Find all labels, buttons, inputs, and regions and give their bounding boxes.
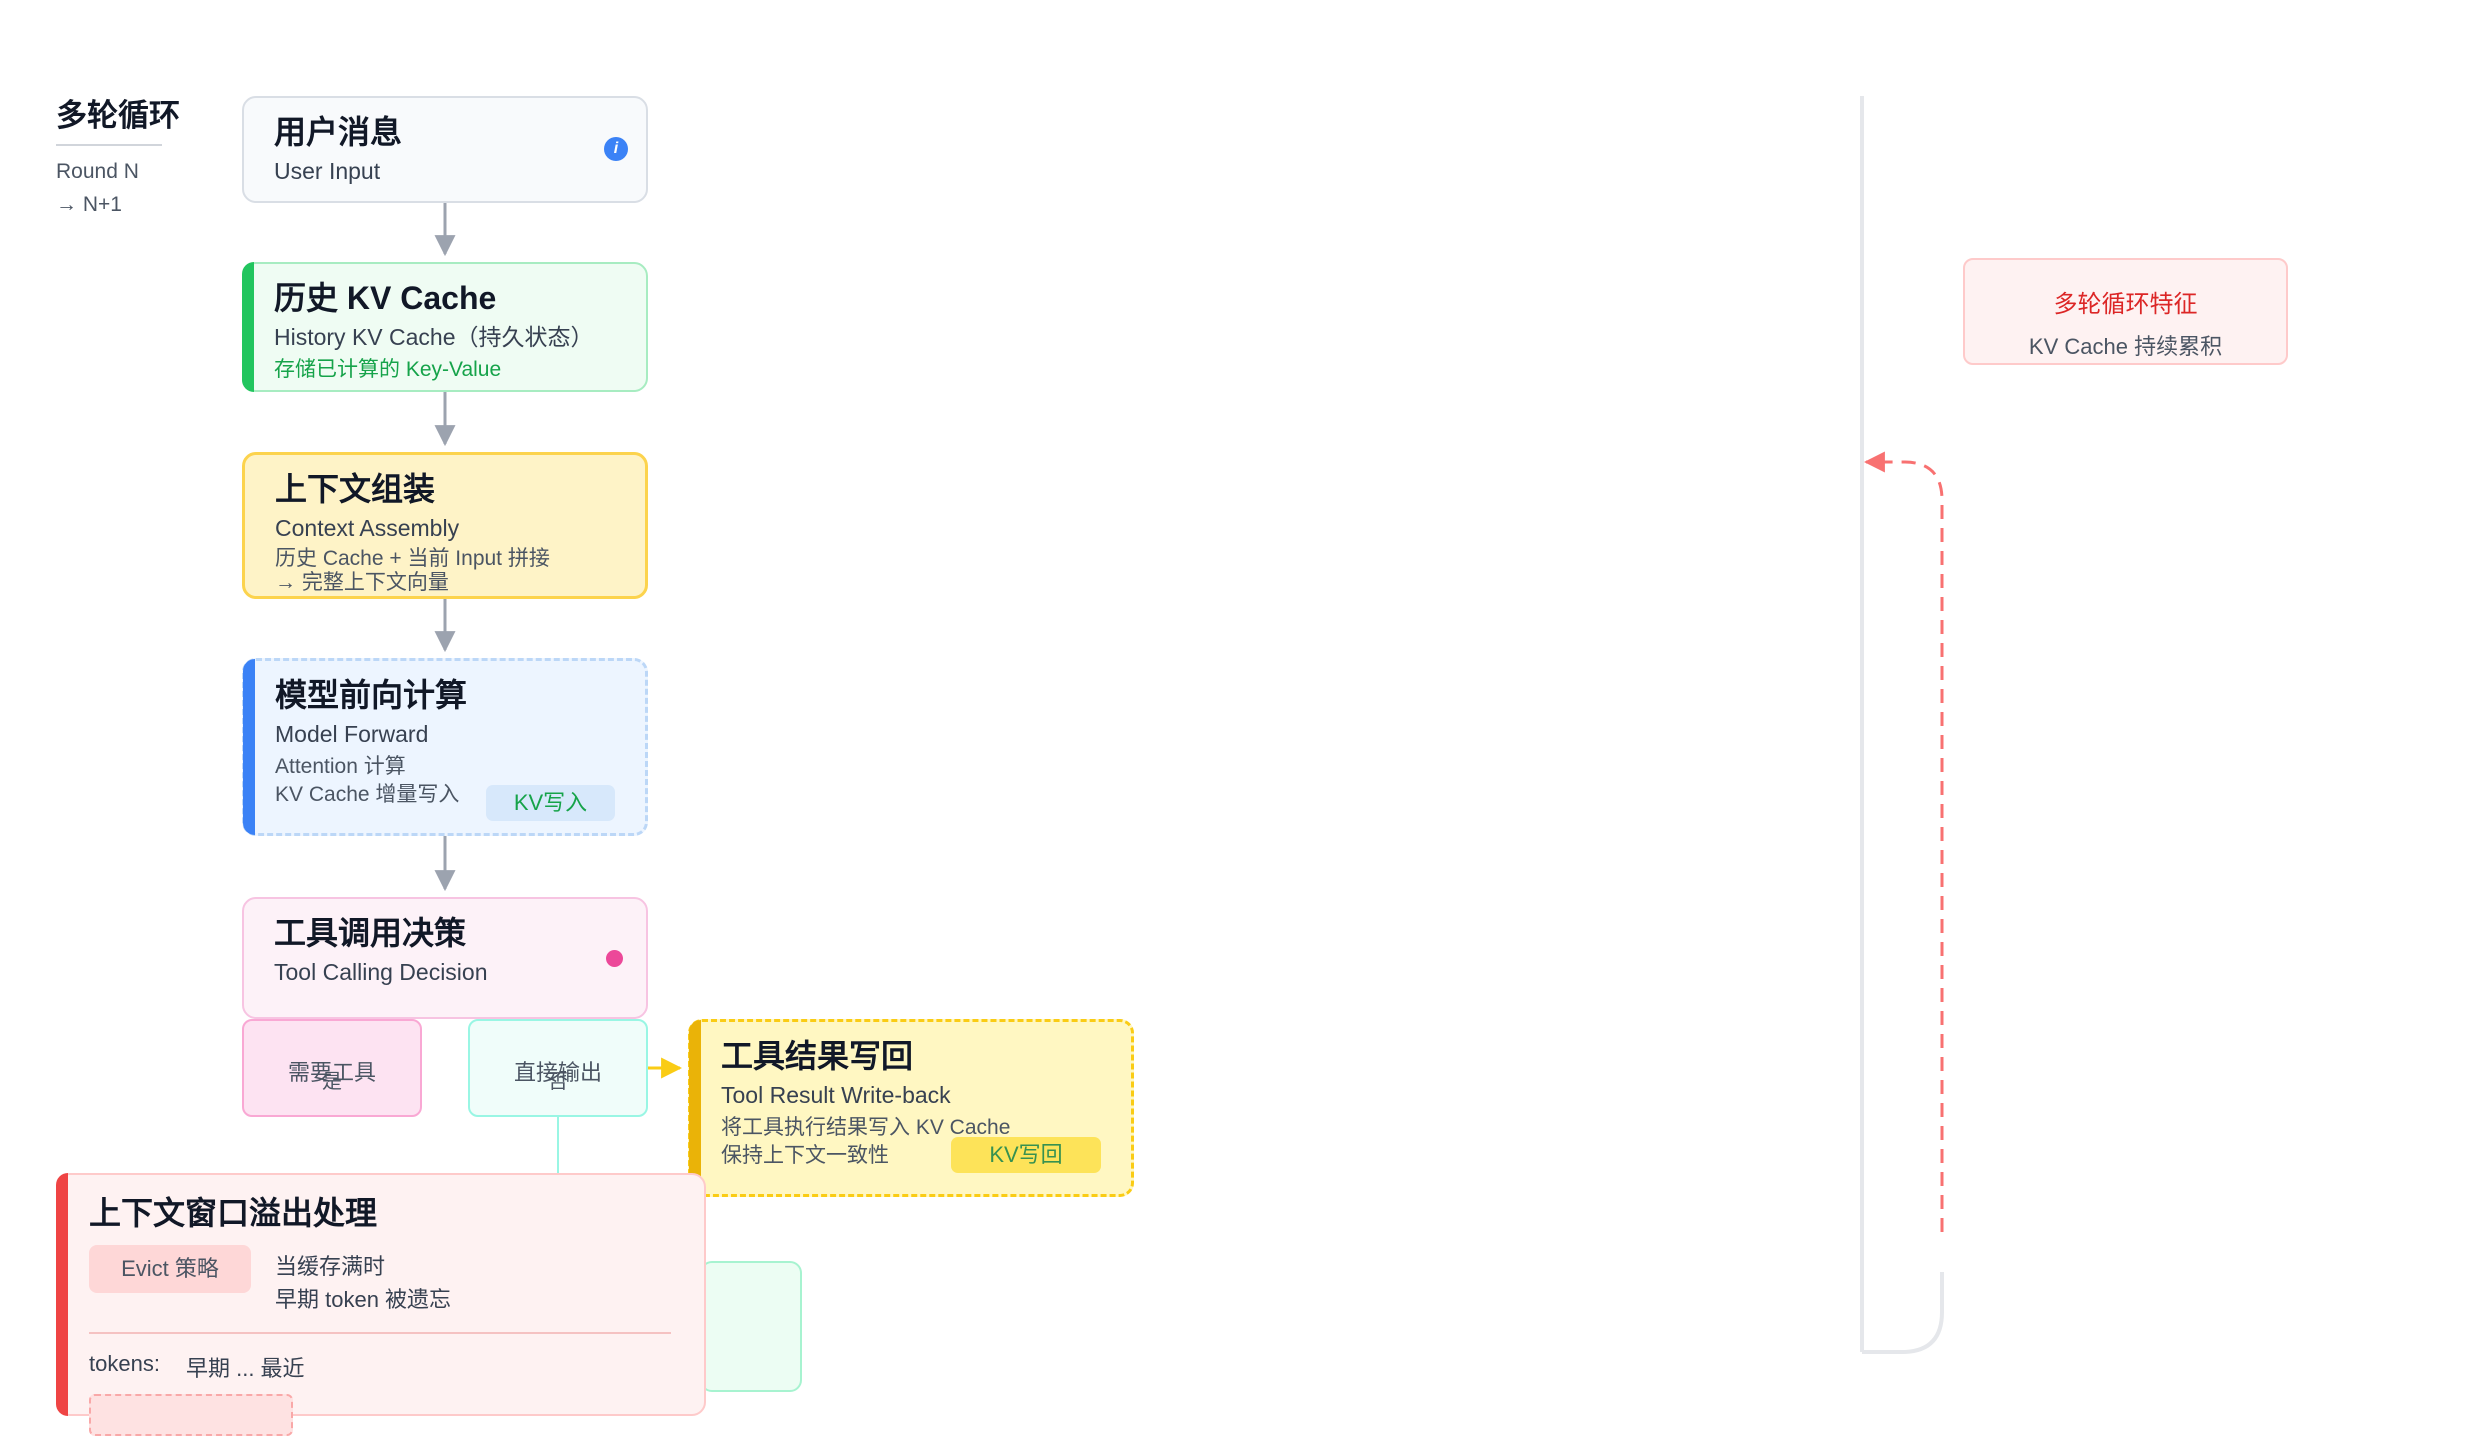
- sidebar-round: Round N → N+1: [56, 155, 139, 221]
- loop-arrow-icon: [1863, 451, 1944, 1232]
- node-detail: KV Cache 增量写入: [275, 783, 460, 806]
- sidebar-divider: [56, 144, 162, 146]
- node-title: 用户消息: [274, 114, 403, 150]
- node-detail: 存储已计算的 Key-Value: [274, 358, 502, 381]
- tokens-label: tokens:: [89, 1351, 160, 1376]
- loop-feature-panel: 多轮循环特征 KV Cache 持续累积: [1963, 258, 2288, 365]
- overflow-title: 上下文窗口溢出处理: [89, 1195, 378, 1231]
- branch-direct-output[interactable]: 直接输出 否: [468, 1019, 648, 1117]
- node-subtitle: Tool Result Write-back: [721, 1082, 951, 1108]
- round-label: Round N: [56, 160, 139, 183]
- node-title: 模型前向计算: [275, 677, 468, 713]
- token-window-bar: [89, 1394, 293, 1436]
- kv-writeback-badge: KV写回: [951, 1137, 1101, 1173]
- node-tool-decision[interactable]: 工具调用决策 Tool Calling Decision: [242, 897, 648, 1019]
- overflow-divider: [89, 1332, 671, 1334]
- node-subtitle: Tool Calling Decision: [274, 959, 488, 985]
- overflow-panel[interactable]: [56, 1173, 706, 1416]
- node-title: 历史 KV Cache: [274, 280, 497, 316]
- tokens-range: 早期 ... 最近: [186, 1356, 305, 1381]
- node-context-assembly[interactable]: 上下文组装 Context Assembly 历史 Cache + 当前 Inp…: [242, 452, 648, 599]
- info-icon[interactable]: i: [604, 137, 628, 161]
- branch-mark: 否: [548, 1071, 568, 1093]
- branch-mark: 是: [322, 1071, 342, 1093]
- accent-bar: [242, 262, 254, 392]
- node-subtitle: Context Assembly: [275, 515, 460, 541]
- node-detail: 历史 Cache + 当前 Input 拼接: [275, 547, 550, 570]
- node-subtitle: User Input: [274, 158, 381, 184]
- branch-needs-tool[interactable]: 需要工具 是: [242, 1019, 422, 1117]
- node-detail: → 完整上下文向量: [275, 571, 449, 594]
- overflow-description: 当缓存满时 早期 token 被遗忘: [275, 1250, 451, 1316]
- node-history-kv-cache[interactable]: 历史 KV Cache History KV Cache（持久状态） 存储已计算…: [242, 262, 648, 392]
- output-node-partial: [700, 1261, 802, 1392]
- node-detail: 将工具执行结果写入 KV Cache: [721, 1116, 1011, 1139]
- node-title: 工具调用决策: [274, 915, 467, 951]
- feature-subtitle: KV Cache 持续累积: [2028, 334, 2223, 359]
- kv-write-badge: KV写入: [486, 785, 615, 821]
- node-subtitle: History KV Cache（持久状态）: [274, 324, 594, 350]
- branch-label: 直接输出: [513, 1060, 602, 1085]
- overflow-desc-line: 早期 token 被遗忘: [275, 1287, 452, 1312]
- node-title: 上下文组装: [275, 471, 436, 507]
- node-title: 工具结果写回: [721, 1038, 914, 1074]
- branch-label: 需要工具: [287, 1060, 376, 1085]
- overflow-desc-line: 当缓存满时: [275, 1254, 386, 1279]
- node-detail: Attention 计算: [275, 755, 406, 778]
- feature-title: 多轮循环特征: [2053, 291, 2198, 318]
- loop-bottom: [1862, 1272, 1944, 1354]
- accent-bar: [689, 1020, 701, 1196]
- node-user-input[interactable]: 用户消息 User Input: [242, 96, 648, 203]
- evict-strategy-tag: Evict 策略: [89, 1245, 251, 1293]
- next-round-label: → N+1: [56, 193, 122, 216]
- node-model-forward[interactable]: 模型前向计算 Model Forward Attention 计算 KV Cac…: [242, 658, 648, 836]
- node-tool-writeback[interactable]: 工具结果写回 Tool Result Write-back 将工具执行结果写入 …: [688, 1019, 1134, 1197]
- node-detail: 保持上下文一致性: [721, 1144, 889, 1167]
- node-subtitle: Model Forward: [275, 721, 429, 747]
- accent-bar: [243, 659, 255, 835]
- sidebar-title: 多轮循环: [56, 98, 180, 133]
- status-dot-icon: [606, 950, 623, 967]
- accent-bar: [56, 1173, 68, 1416]
